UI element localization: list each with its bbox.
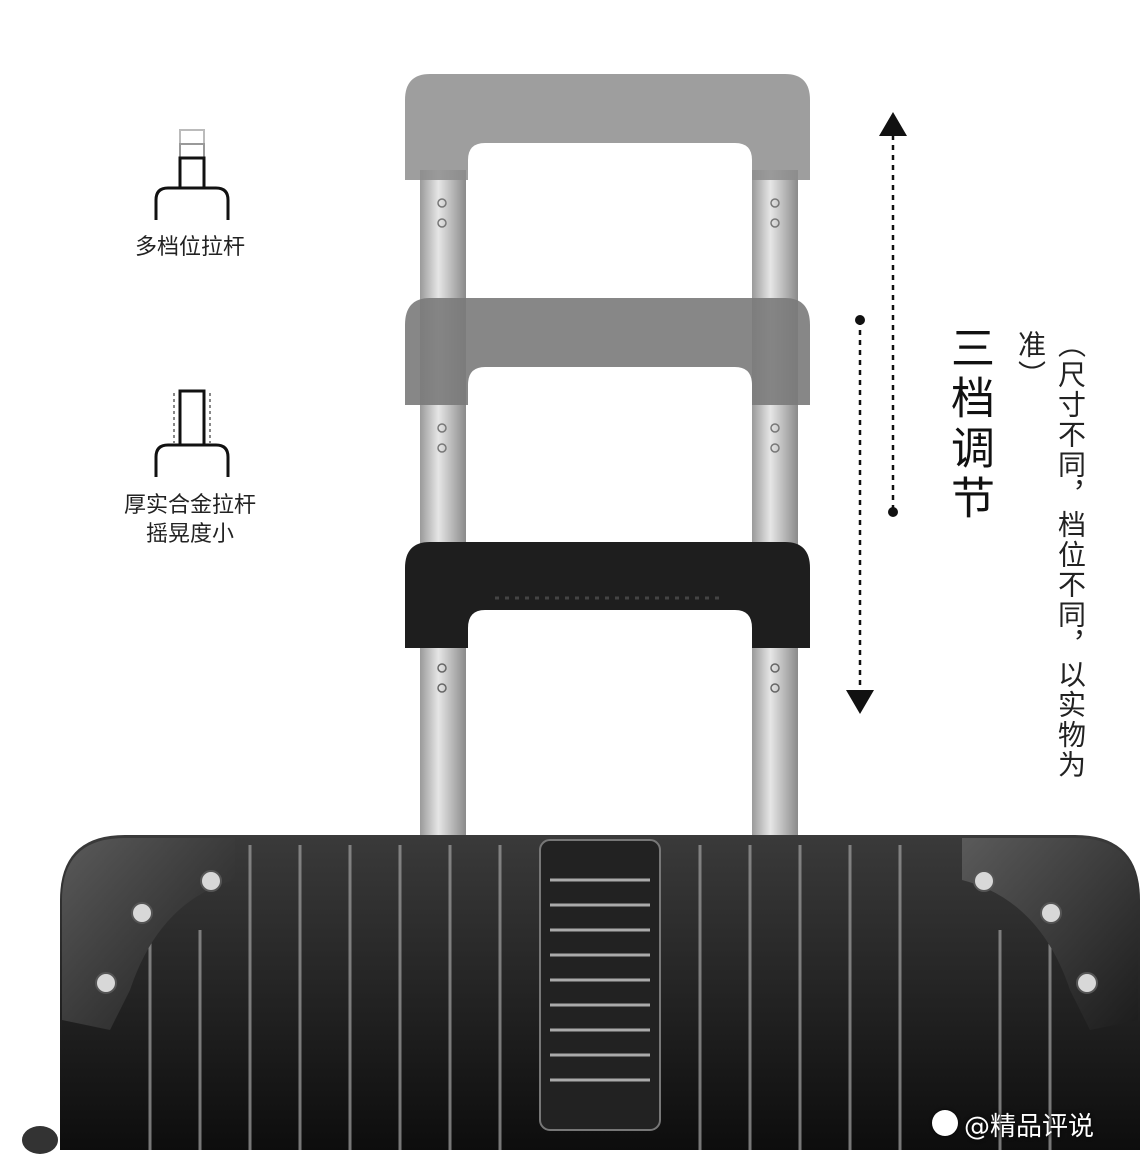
rod-rivets-mid [437,423,780,453]
multi-position-label: 多档位拉杆 [134,235,245,260]
watermark: @精品评说 [964,1112,1095,1142]
rod-rivets-top [437,198,780,228]
three-position-title: 三档调节 [943,325,994,525]
handle-bottom [405,542,810,648]
alloy-handle-label-2: 摇晃度小 [145,522,234,547]
alloy-handle-label-1: 厚实合金拉杆 [123,493,256,518]
telescoping-handle-icon [154,129,230,220]
rod-rivets-bottom [437,663,780,693]
arrow-down-icon [846,315,874,714]
handle-middle [405,298,810,405]
alloy-handle-icon [154,389,230,477]
paw-icon [932,1110,958,1136]
size-note: （尺寸不同，档位不同，以实物为准） [1014,330,1087,780]
suitcase-body [22,835,1140,1154]
arrow-up-icon [879,112,907,517]
trolley-rods [420,170,798,835]
handle-top [405,74,810,180]
